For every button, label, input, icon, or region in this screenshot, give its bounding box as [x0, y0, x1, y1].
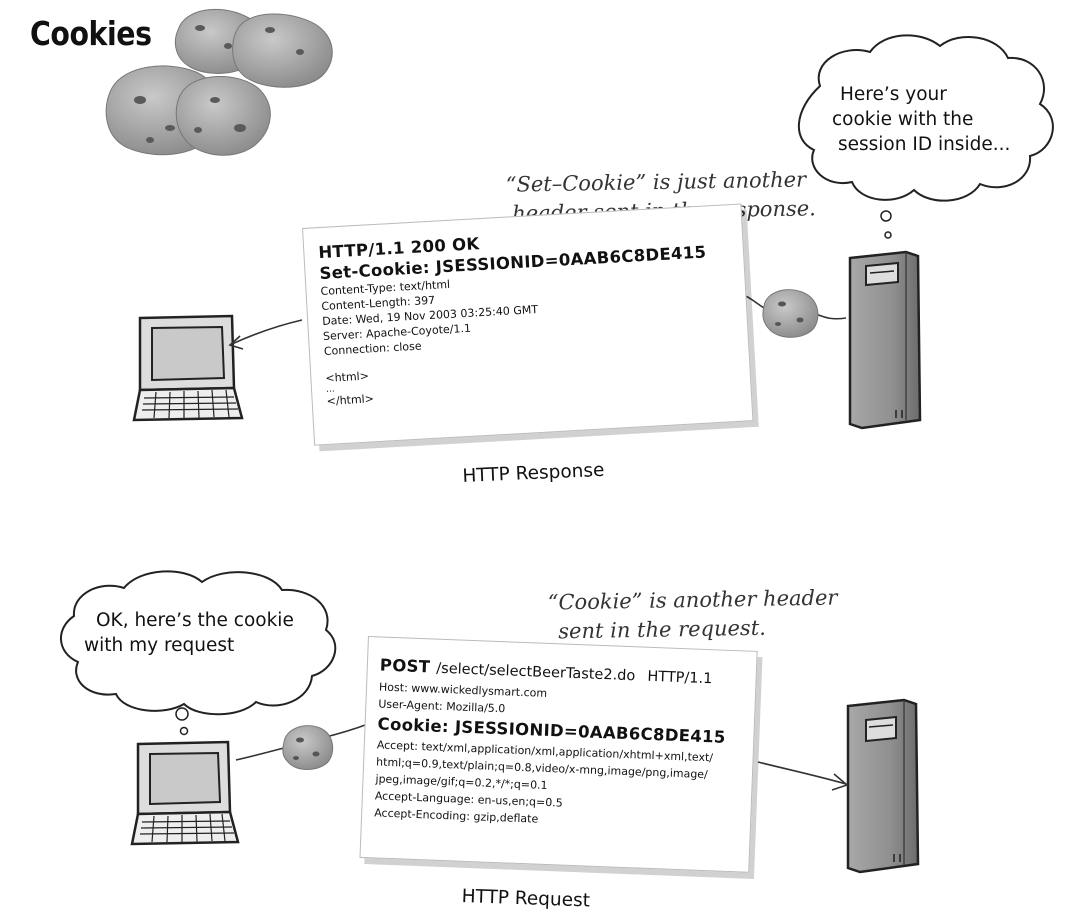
page-title: Cookies	[30, 14, 152, 53]
http-response-card: HTTP/1.1 200 OK Set-Cookie: JSESSIONID=0…	[302, 203, 754, 446]
request-caption: HTTP Request	[461, 886, 591, 912]
server-bubble-line: session ID inside...	[838, 134, 1011, 155]
request-annotation: “Cookie” is another header sent in the r…	[548, 583, 839, 646]
request-annotation-line: “Cookie” is another header	[547, 585, 838, 615]
request-protocol: HTTP/1.1	[647, 668, 713, 688]
server-bubble-line: cookie with the	[832, 109, 974, 130]
server-bubble-text: Here’s your cookie with the session ID i…	[832, 82, 1010, 157]
cookie-icon	[282, 725, 334, 770]
server-bubble-line: Here’s your	[840, 84, 947, 105]
server-thought-cloud	[798, 34, 1054, 239]
http-request-card: POST /select/selectBeerTaste2.do HTTP/1.…	[359, 636, 758, 873]
laptop-computer-icon	[132, 314, 244, 422]
client-bubble-line: with my request	[84, 635, 235, 656]
server-tower-icon	[848, 250, 922, 430]
request-path: /select/selectBeerTaste2.do	[436, 660, 636, 685]
cookie-pile-icon	[105, 8, 333, 156]
request-annotation-line: sent in the request.	[558, 615, 767, 644]
client-bubble-text: OK, here’s the cookie with my request	[84, 608, 294, 658]
laptop-computer-icon	[130, 740, 240, 846]
client-thought-cloud	[60, 570, 337, 736]
cookie-icon	[762, 289, 819, 338]
request-method: POST	[379, 655, 431, 677]
server-tower-icon	[846, 698, 920, 874]
client-bubble-line: OK, here’s the cookie	[96, 610, 294, 631]
